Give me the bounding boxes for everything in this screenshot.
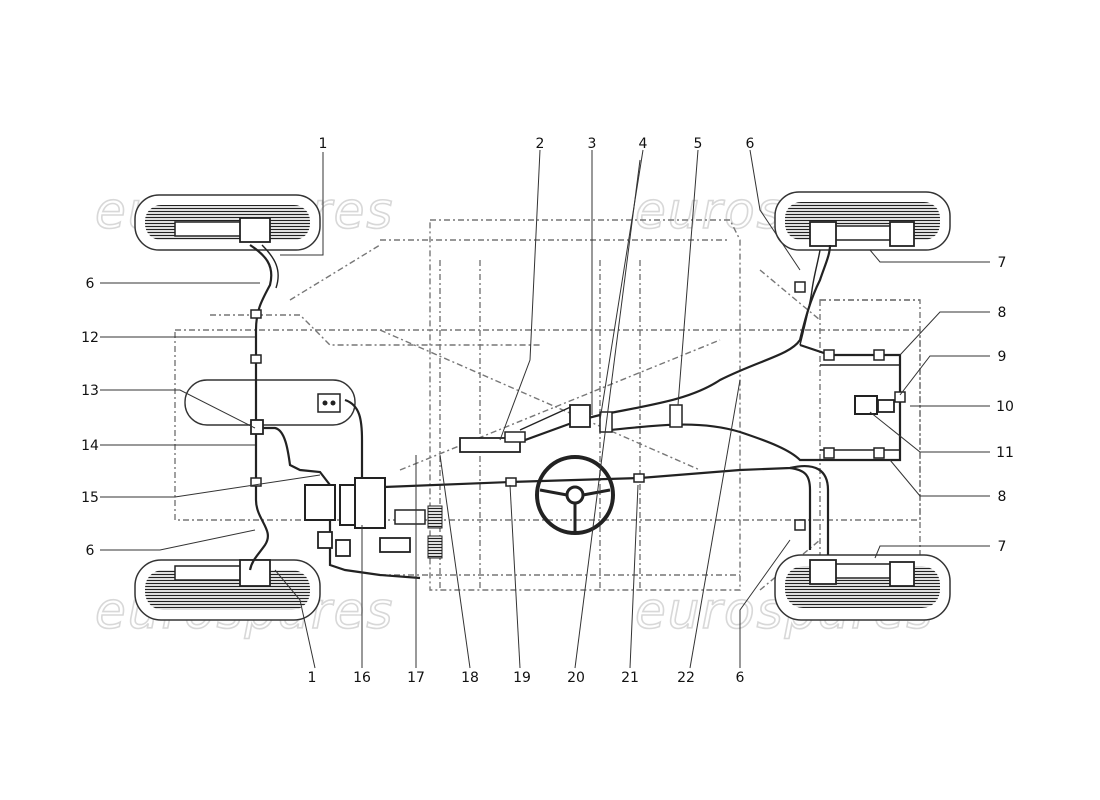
callout-22: 22: [677, 670, 695, 686]
callout-7-top: 7: [998, 255, 1007, 271]
callout-9: 9: [998, 349, 1007, 365]
callout-15: 15: [81, 490, 99, 506]
callout-16: 16: [353, 670, 371, 686]
callout-10: 10: [996, 399, 1014, 415]
callout-6-right-bottom: 6: [736, 670, 745, 686]
callout-8-top: 8: [998, 305, 1007, 321]
callout-17: 17: [407, 670, 425, 686]
tyre-front-right: [774, 191, 951, 251]
leader-lines: [100, 149, 990, 669]
callout-21: 21: [621, 670, 639, 686]
steering-wheel-icon: [535, 455, 615, 535]
pressure-valve: [854, 395, 895, 415]
callout-13: 13: [81, 383, 99, 399]
fuel-tank: [184, 379, 356, 426]
tyre-rear-right: [774, 554, 951, 621]
tyre-front-left: [134, 194, 321, 251]
brake-pipes: [248, 244, 902, 580]
pipe-unions: [250, 281, 906, 531]
callout-3: 3: [588, 136, 597, 152]
callout-labels: 1 2 3 4 5 6 6 12 13 14 15 6 7 8 9 10 11 …: [81, 136, 1014, 686]
pedal-springs: [394, 505, 443, 559]
callout-6-right-top: 6: [746, 136, 755, 152]
callout-18: 18: [461, 670, 479, 686]
callout-1-top: 1: [319, 136, 328, 152]
reservoir-icon: [317, 393, 341, 413]
callout-19: 19: [513, 670, 531, 686]
callout-14: 14: [81, 438, 99, 454]
callout-20: 20: [567, 670, 585, 686]
callout-1-bottom: 1: [308, 670, 317, 686]
pedal-unit: [459, 431, 526, 453]
callout-12: 12: [81, 330, 99, 346]
callout-8-bottom: 8: [998, 489, 1007, 505]
callout-6-left-top: 6: [86, 276, 95, 292]
callout-4: 4: [639, 136, 648, 152]
master-cylinder: [304, 477, 411, 557]
tyre-rear-left: [134, 559, 321, 621]
callout-11: 11: [996, 445, 1014, 461]
cable-adjuster: [669, 404, 683, 428]
callout-6-left-bottom: 6: [86, 543, 95, 559]
callout-2: 2: [536, 136, 545, 152]
callout-5: 5: [694, 136, 703, 152]
callout-7-bottom: 7: [998, 539, 1007, 555]
